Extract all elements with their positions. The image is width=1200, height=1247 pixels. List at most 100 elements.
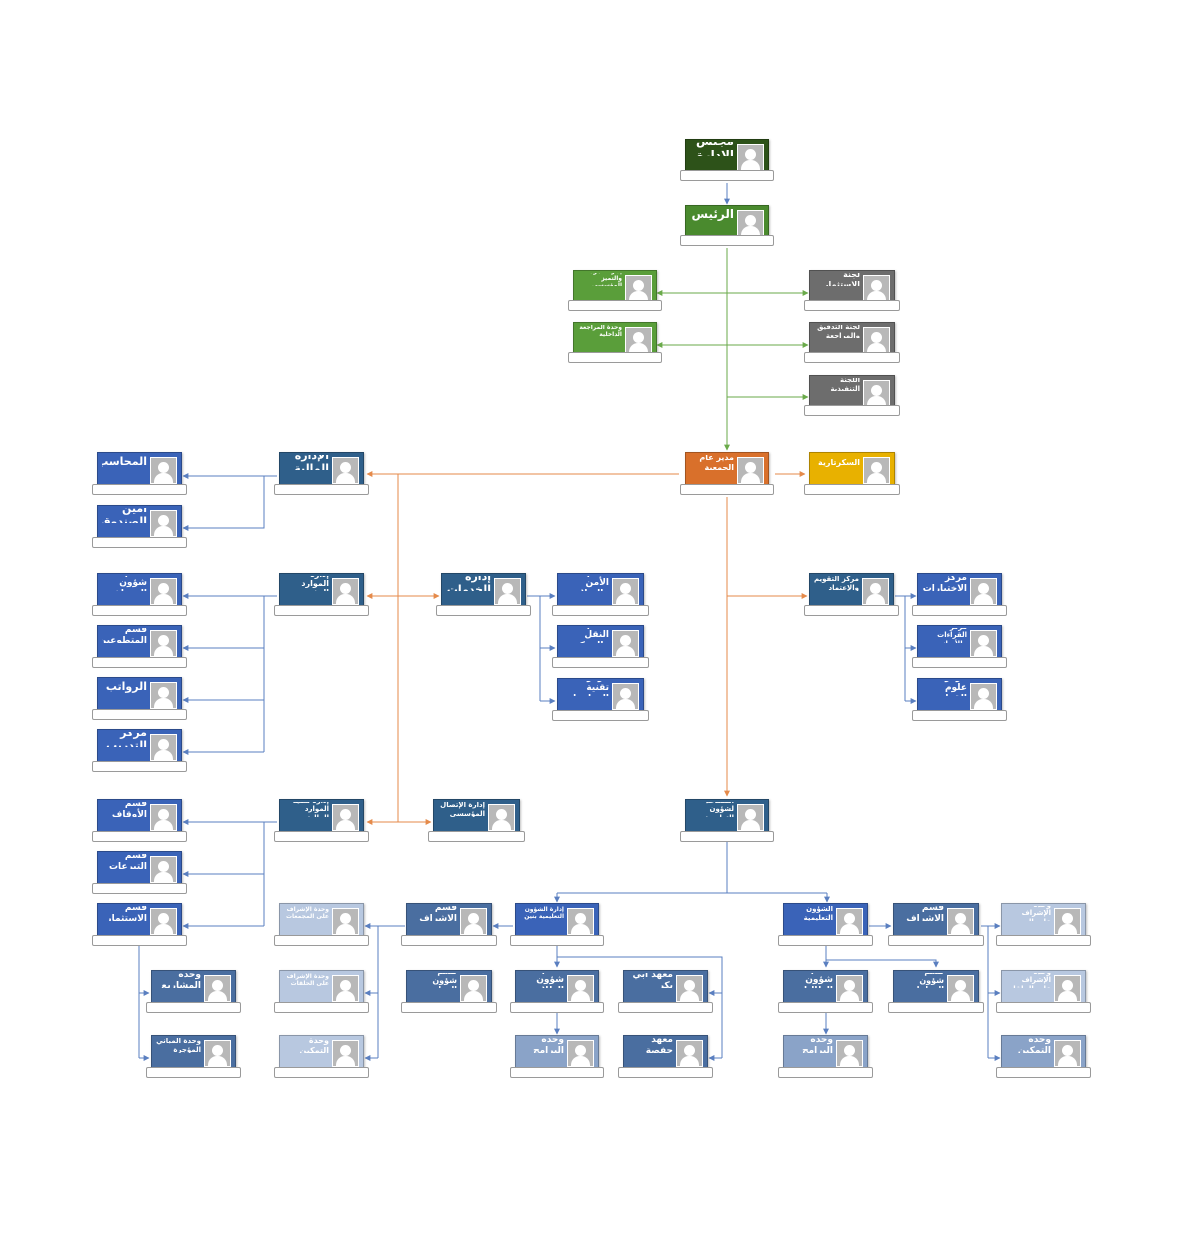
node-card: قسم شؤون المعلمات xyxy=(893,970,979,1003)
person-head-shape xyxy=(340,980,351,991)
org-node-boys-empower[interactable]: وحدة التمكين xyxy=(274,1035,369,1080)
org-node-tests-center[interactable]: مركز الإختبارات xyxy=(912,573,1007,618)
org-node-female-students[interactable]: قسم شؤون الطالبات xyxy=(778,970,873,1015)
org-node-donations[interactable]: قسم التبرعات xyxy=(92,851,187,896)
org-node-training[interactable]: مركز التدريب xyxy=(92,729,187,774)
person-head-shape xyxy=(158,635,169,646)
org-node-rented-bld[interactable]: وحدة المباني المؤجرة xyxy=(146,1035,241,1080)
node-title-text: مركز علوم القران xyxy=(938,681,967,696)
node-name-strip xyxy=(92,537,187,548)
node-title: قسم الأوقاف xyxy=(102,802,147,817)
org-node-volunteers[interactable]: قسم المتطوعين xyxy=(92,625,187,670)
node-title: مركز تقنية المعلومات xyxy=(562,681,609,696)
org-node-girls-sup-homes[interactable]: وحدة الإشراف على الدور xyxy=(996,903,1091,948)
org-node-audit-unit[interactable]: وحدة المراجعة الداخلية xyxy=(568,322,662,365)
node-title: وحدة الإشراف على الدور xyxy=(1006,906,1051,921)
org-node-girls-super[interactable]: قسم الإشراف xyxy=(888,903,984,948)
org-node-boys-sup-mosque[interactable]: وحدة الإشراف على المجمعات xyxy=(274,903,369,948)
node-title-text: قسم المتطوعين xyxy=(102,628,147,643)
node-title-text: إدارة الخدمات xyxy=(446,576,491,591)
person-head-shape xyxy=(496,809,507,820)
org-node-female-teachers[interactable]: قسم شؤون المعلمات xyxy=(888,970,984,1015)
org-node-girls-programs[interactable]: وحدة البرامج xyxy=(778,1035,873,1080)
org-node-assistant[interactable]: المساعد لشؤون التعليمية xyxy=(680,799,774,844)
node-title-text: قسم الإستثمار xyxy=(106,906,147,921)
org-node-gm[interactable]: مدير عام الجمعية xyxy=(680,452,774,497)
person-placeholder-icon xyxy=(970,578,997,605)
person-head-shape xyxy=(871,280,882,291)
org-node-invest-committee[interactable]: لجنة الإستثمار xyxy=(804,270,900,313)
org-node-employees[interactable]: قسم شؤون الموظفين xyxy=(92,573,187,618)
org-node-girls-empower[interactable]: وحدة التمكين xyxy=(996,1035,1091,1080)
node-title: مركز الإختبارات xyxy=(922,576,967,591)
person-body-shape xyxy=(464,991,483,1001)
org-node-students[interactable]: قسم شؤون الطلاب xyxy=(510,970,604,1015)
node-card: وحدة الإشراف على الدور xyxy=(1001,903,1086,936)
node-title: قسم المتطوعين xyxy=(102,628,147,643)
node-card: المساعد لشؤون التعليمية xyxy=(685,799,769,832)
org-node-services[interactable]: إدارة الخدمات xyxy=(436,573,531,618)
person-body-shape xyxy=(974,646,993,656)
org-node-boys-super[interactable]: قسم الإشراف xyxy=(401,903,497,948)
node-title: إدارة الشؤون التعليمية بنات xyxy=(788,906,833,921)
node-card: مركز القراءات والأسانيد xyxy=(917,625,1002,658)
org-node-hafsa[interactable]: معهد حفصة xyxy=(618,1035,713,1080)
org-node-girls-sup-circles[interactable]: وحدة الإشراف على الحلقات xyxy=(996,970,1091,1015)
person-placeholder-icon xyxy=(836,908,863,935)
person-body-shape xyxy=(629,343,648,353)
org-node-treasurer[interactable]: أمين الصندوق xyxy=(92,505,187,550)
person-body-shape xyxy=(867,396,886,406)
node-card: قسم شؤون الطلاب xyxy=(515,970,599,1003)
org-node-comm[interactable]: إدارة الإتصال المؤسسي xyxy=(428,799,525,844)
person-body-shape xyxy=(1058,924,1077,934)
node-card: وحدة التمكين xyxy=(1001,1035,1086,1068)
node-title-text: اللجنة التنفيذية xyxy=(830,378,860,391)
org-node-invest-dept[interactable]: قسم الإستثمار xyxy=(92,903,187,948)
org-node-accountant[interactable]: المحاسب xyxy=(92,452,187,497)
org-node-boys-programs[interactable]: وحدة البرامج xyxy=(510,1035,604,1080)
org-node-exec-committee[interactable]: اللجنة التنفيذية xyxy=(804,375,900,418)
org-node-quality[interactable]: إدارة الجودة والتميز المؤسسي xyxy=(568,270,662,313)
org-node-fin-dev[interactable]: إدارة تنمية الموارد المالية xyxy=(274,799,369,844)
person-head-shape xyxy=(978,635,989,646)
org-node-boys-edu[interactable]: إدارة الشؤون التعليمية بنين xyxy=(510,903,604,948)
org-node-president[interactable]: الرئيس xyxy=(680,205,774,248)
person-placeholder-icon xyxy=(1054,1040,1081,1067)
org-node-audit-committee[interactable]: لجنة التدقيق والمراجعة xyxy=(804,322,900,365)
node-card: إدارة تنمية الموارد المالية xyxy=(279,799,364,832)
node-title-text: قسم شؤون الطلاب xyxy=(533,973,564,988)
node-card: قسم شؤون الموظفين xyxy=(97,573,182,606)
person-placeholder-icon xyxy=(625,327,652,354)
org-node-teachers[interactable]: قسم شؤون المعلمين xyxy=(401,970,497,1015)
connector-hr xyxy=(182,593,277,755)
org-node-transport[interactable]: قسم النقل والحركة xyxy=(552,625,649,670)
org-node-board[interactable]: مجلس الإدارة xyxy=(680,139,774,183)
person-head-shape xyxy=(468,980,479,991)
person-body-shape xyxy=(154,526,173,536)
org-node-eval-center[interactable]: مركز التقويم والإعتماد xyxy=(804,573,899,618)
org-node-hr[interactable]: إدارة الموارد البشرية xyxy=(274,573,369,618)
org-node-security[interactable]: قسم الأمن والسلامة xyxy=(552,573,649,618)
node-title-text: المحاسب xyxy=(102,455,147,469)
org-node-finance[interactable]: الإدارة المالية xyxy=(274,452,369,497)
person-placeholder-icon xyxy=(970,630,997,657)
org-node-girls-edu[interactable]: إدارة الشؤون التعليمية بنات xyxy=(778,903,873,948)
org-node-abubakr[interactable]: معهد ابي بكر xyxy=(618,970,713,1015)
org-node-readings-center[interactable]: مركز القراءات والأسانيد xyxy=(912,625,1007,670)
org-node-endow[interactable]: قسم الأوقاف xyxy=(92,799,187,844)
org-node-salaries[interactable]: الرواتب xyxy=(92,677,187,722)
org-node-boys-sup-circles[interactable]: وحدة الإشراف على الحلقات xyxy=(274,970,369,1015)
org-node-quran-center[interactable]: مركز علوم القران xyxy=(912,678,1007,723)
person-placeholder-icon xyxy=(612,630,639,657)
org-node-projects[interactable]: وحدة المشاريع xyxy=(146,970,241,1015)
node-name-strip xyxy=(274,1067,369,1078)
org-node-it[interactable]: مركز تقنية المعلومات xyxy=(552,678,649,723)
person-placeholder-icon xyxy=(947,908,974,935)
person-placeholder-icon xyxy=(625,275,652,302)
person-placeholder-icon xyxy=(460,975,487,1002)
node-card: إدارة الخدمات xyxy=(441,573,526,606)
node-title-text: وحدة التمكين xyxy=(299,1038,330,1053)
person-head-shape xyxy=(1062,913,1073,924)
node-name-strip xyxy=(274,1002,369,1013)
org-node-secretary[interactable]: السكرتارية xyxy=(804,452,900,497)
